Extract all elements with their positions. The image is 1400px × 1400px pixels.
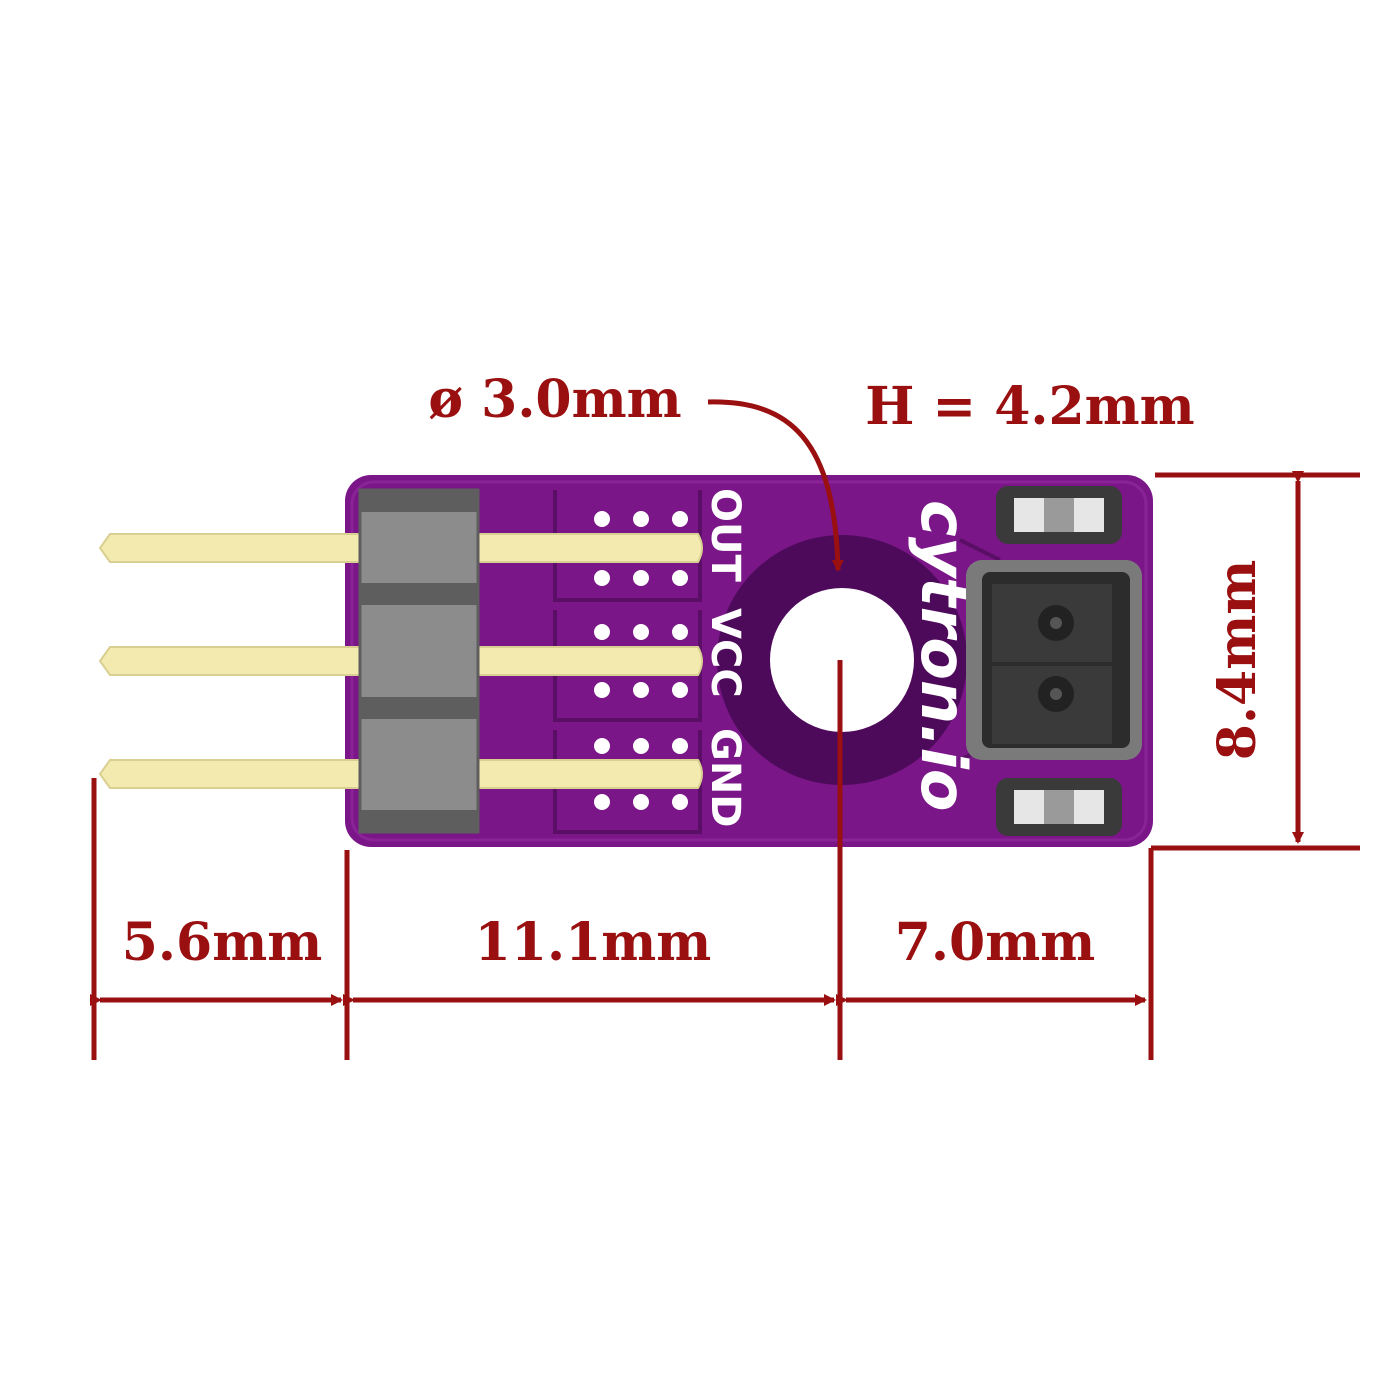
- smd-resistor-top: [996, 486, 1122, 544]
- pin-header: [98, 488, 703, 834]
- hole-callout-leader: [707, 399, 844, 572]
- header-to-hole-label: 11.1mm: [475, 912, 712, 973]
- board-width-label: 8.4mm: [1207, 560, 1268, 761]
- pin-label-vcc: VCC: [702, 608, 748, 698]
- component-height-label: H = 4.2mm: [865, 376, 1194, 437]
- pin-label-out: OUT: [702, 488, 748, 582]
- dimension-lines: [90, 399, 1360, 1060]
- pin-length-label: 5.6mm: [122, 912, 323, 973]
- smd-resistor-bottom: [996, 778, 1122, 836]
- header-housing: [358, 488, 480, 834]
- pcb-board: OUT VCC GND cytron.io: [345, 475, 1153, 847]
- hole-diameter-label: ø 3.0mm: [428, 369, 681, 430]
- via-grid: [594, 511, 688, 810]
- pin-label-gnd: GND: [702, 728, 748, 828]
- ir-sensor: [966, 560, 1142, 760]
- hole-to-edge-label: 7.0mm: [895, 912, 1096, 973]
